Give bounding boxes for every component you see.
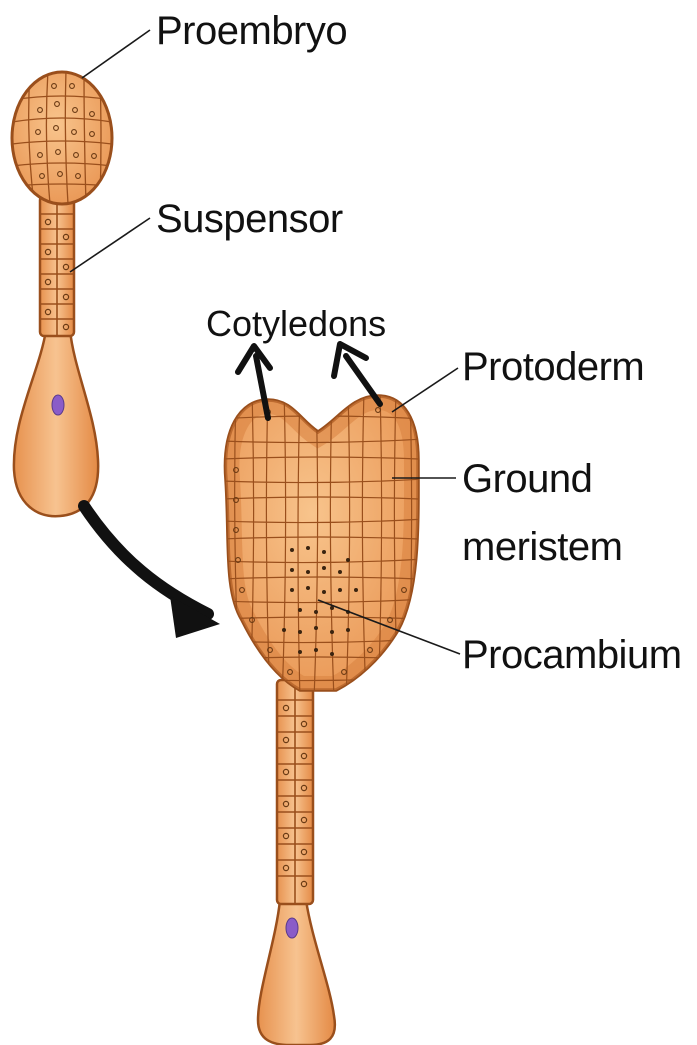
heart-basal-nucleus: [286, 918, 298, 938]
leader-suspensor: [70, 218, 150, 272]
label-ground-line2: meristem: [462, 525, 622, 569]
label-procambium: Procambium: [462, 633, 682, 677]
label-ground-line1: Ground: [462, 457, 592, 501]
basal-cell: [14, 330, 98, 516]
suspensor-column: [40, 196, 74, 336]
leader-protoderm: [392, 368, 458, 412]
label-protoderm: Protoderm: [462, 345, 644, 389]
leader-proembryo: [82, 30, 150, 78]
label-suspensor: Suspensor: [156, 197, 343, 241]
heart-stage-embryo: [200, 390, 440, 1045]
heart-suspensor: [277, 680, 313, 904]
proembryo-stage: [12, 70, 112, 516]
basal-nucleus: [52, 395, 64, 415]
label-proembryo: Proembryo: [156, 9, 347, 53]
development-arrow: [84, 506, 220, 638]
label-cotyledons: Cotyledons: [206, 303, 386, 344]
cotyledon-arrow-right: [346, 356, 380, 404]
